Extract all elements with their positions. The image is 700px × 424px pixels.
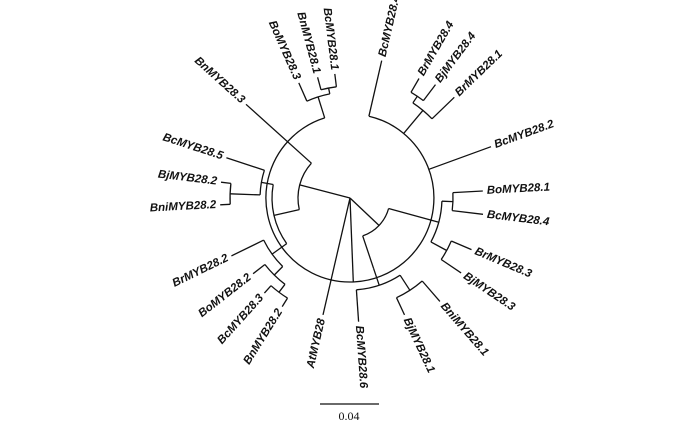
tree-branch xyxy=(252,263,266,275)
leaf-label: BcMYB28.1 xyxy=(321,7,341,71)
tree-branch xyxy=(281,297,289,307)
tree-branch xyxy=(451,192,454,211)
leaf-label: BnMYB28.1 xyxy=(294,11,322,75)
leaf-label: BoMYB28.1 xyxy=(486,182,550,197)
tree-branch xyxy=(273,266,284,276)
tree-branch xyxy=(430,241,448,252)
tree-branch xyxy=(452,209,484,215)
leaf-label: BniMYB28.1 xyxy=(438,300,491,358)
leaf-label: BcMYB28.5 xyxy=(161,132,225,163)
leaf-label: BjMYB28.3 xyxy=(461,270,517,314)
tree-branch xyxy=(451,240,472,251)
tree-branch xyxy=(372,267,380,286)
tree-branch xyxy=(395,297,406,316)
leaf-label: BniMYB28.2 xyxy=(150,199,218,214)
tree-branch xyxy=(388,207,439,223)
tree-branch xyxy=(271,243,288,255)
leaf-label: BoMYB28.3 xyxy=(266,19,303,82)
leaf-label: BrMYB28.3 xyxy=(473,246,534,281)
tree-branch xyxy=(399,274,411,291)
tree-branch xyxy=(410,91,424,102)
leaf-label: BcMYB28.4 xyxy=(377,0,403,58)
tree-branch xyxy=(421,280,441,302)
tree-branch xyxy=(431,96,455,120)
tree-branch xyxy=(428,146,492,170)
tree-branch xyxy=(349,197,380,226)
tree-branch xyxy=(278,283,286,293)
leaf-label: BrMYB28.2 xyxy=(171,252,231,290)
tree-branch xyxy=(440,258,462,274)
tree-branch xyxy=(356,274,401,291)
tree-branch xyxy=(327,87,331,95)
tree-branch xyxy=(259,170,266,195)
tree-branch xyxy=(220,203,231,206)
tree-branch xyxy=(264,264,286,285)
tree-branch xyxy=(412,95,418,104)
leaf-label: BcMYB28.2 xyxy=(493,118,557,151)
tree-branch xyxy=(230,193,261,196)
tree-branch xyxy=(261,181,274,186)
tree-branch xyxy=(265,115,435,283)
leaf-label: BjMYB28.2 xyxy=(157,169,218,188)
tree-branch xyxy=(299,184,351,199)
tree-branch xyxy=(245,103,312,164)
tree-branch xyxy=(410,78,420,93)
tree-branch xyxy=(226,157,265,171)
tree-branch xyxy=(316,77,322,90)
tree-branch xyxy=(422,84,437,101)
tree-branch xyxy=(273,208,300,217)
scale-bar-label: 0.04 xyxy=(339,409,360,423)
leaf-label: AtMYB28 xyxy=(305,317,328,370)
scale-bar: 0.04 xyxy=(320,403,379,423)
tree-branch xyxy=(452,190,483,194)
tree-branch xyxy=(362,235,375,269)
tree-branch xyxy=(403,109,424,134)
tree-branch xyxy=(349,197,354,282)
tree-branch xyxy=(220,181,231,185)
tree-branch xyxy=(270,285,288,299)
tree-branch xyxy=(229,183,232,205)
leaf-label: BjMYB28.1 xyxy=(401,316,437,375)
leaf-label: BcMYB28.4 xyxy=(486,209,550,229)
tree-branch xyxy=(317,96,326,119)
tree-branch xyxy=(412,102,433,120)
tree-branch xyxy=(368,60,383,117)
tree-branch xyxy=(263,285,272,294)
tree-branch xyxy=(231,239,264,257)
tree-branch xyxy=(355,289,360,322)
tree-branch xyxy=(334,73,338,87)
tree-branches xyxy=(220,60,492,322)
tree-branch xyxy=(320,86,337,91)
leaf-label: BnMYB28.3 xyxy=(192,55,247,107)
tree-branch xyxy=(298,82,308,102)
leaf-label: BcMYB28.6 xyxy=(353,325,369,389)
tree-branch xyxy=(322,197,351,316)
